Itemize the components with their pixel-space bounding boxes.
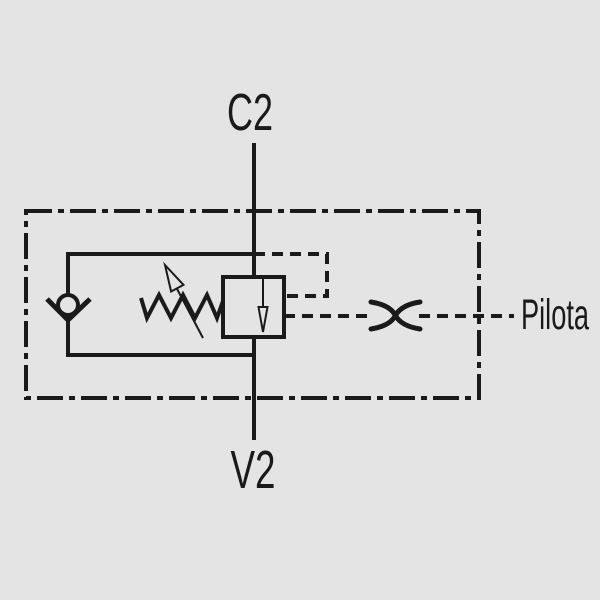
flow-arrowhead-icon bbox=[257, 306, 269, 333]
check-valve-bypass-loop bbox=[66, 252, 254, 357]
port-label-c2: C2 bbox=[227, 84, 273, 142]
sense-pilot-dashed-line bbox=[254, 252, 329, 298]
spring-adjust-arrow-shaft bbox=[175, 286, 204, 339]
relief-cartridge-box bbox=[221, 275, 286, 339]
restrictor-orifice-icon bbox=[368, 299, 423, 332]
spring-icon bbox=[139, 290, 225, 324]
port-label-v2: V2 bbox=[231, 440, 276, 500]
spring-adjust-arrowhead-icon bbox=[163, 261, 186, 293]
check-valve-seat-icon bbox=[45, 297, 92, 324]
check-valve-ball-icon bbox=[56, 293, 80, 317]
pilot-port-label: Pilota bbox=[521, 291, 589, 339]
